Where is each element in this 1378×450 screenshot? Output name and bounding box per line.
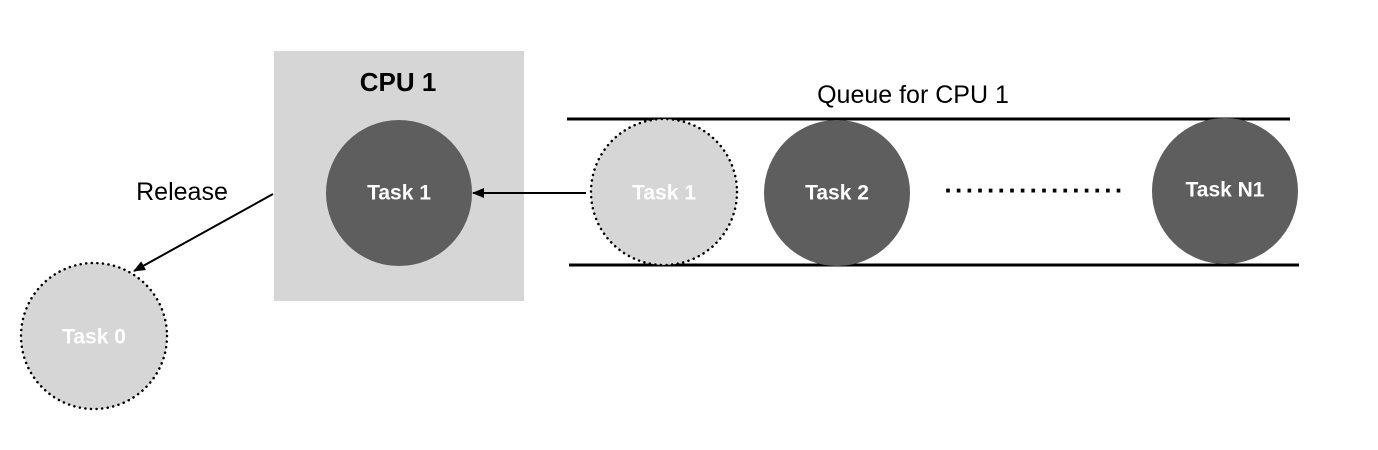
queue-task-n1-circle [1152,118,1298,264]
queue: Queue for CPU 1 Task 1 Task 2 ··········… [567,81,1299,267]
release-label: Release [136,178,228,206]
queue-task-2-circle [764,120,910,266]
queue-task-n1-label: Task N1 [1186,179,1265,202]
queue-title: Queue for CPU 1 [817,81,1009,109]
cpu-current-task-label: Task 1 [367,182,431,205]
released-task-circle [19,261,169,411]
cpu-current-task-circle [326,120,472,266]
queue-task-2-label: Task 2 [805,182,869,205]
cpu-title: CPU 1 [360,67,437,97]
cpu-box: CPU 1 Task 1 [274,51,524,301]
queue-task-1-circle [589,117,739,267]
release-arrow [133,193,274,272]
released-task-label: Task 0 [62,326,126,349]
queue-ellipsis: ················· [944,175,1125,205]
release: Release Task 0 [19,178,274,411]
queue-task-1-label: Task 1 [632,182,696,205]
